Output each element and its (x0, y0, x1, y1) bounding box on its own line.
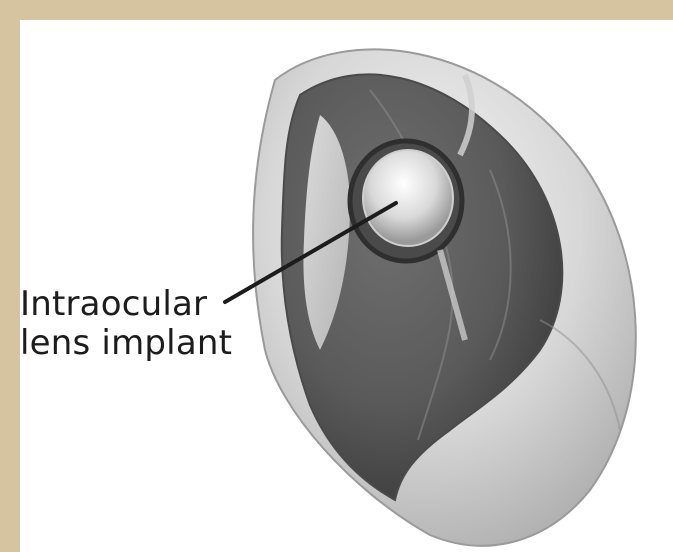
lens-implant (363, 150, 453, 246)
diagram-canvas: Intraocular lens implant (20, 20, 673, 552)
callout-label: Intraocular lens implant (20, 285, 232, 364)
